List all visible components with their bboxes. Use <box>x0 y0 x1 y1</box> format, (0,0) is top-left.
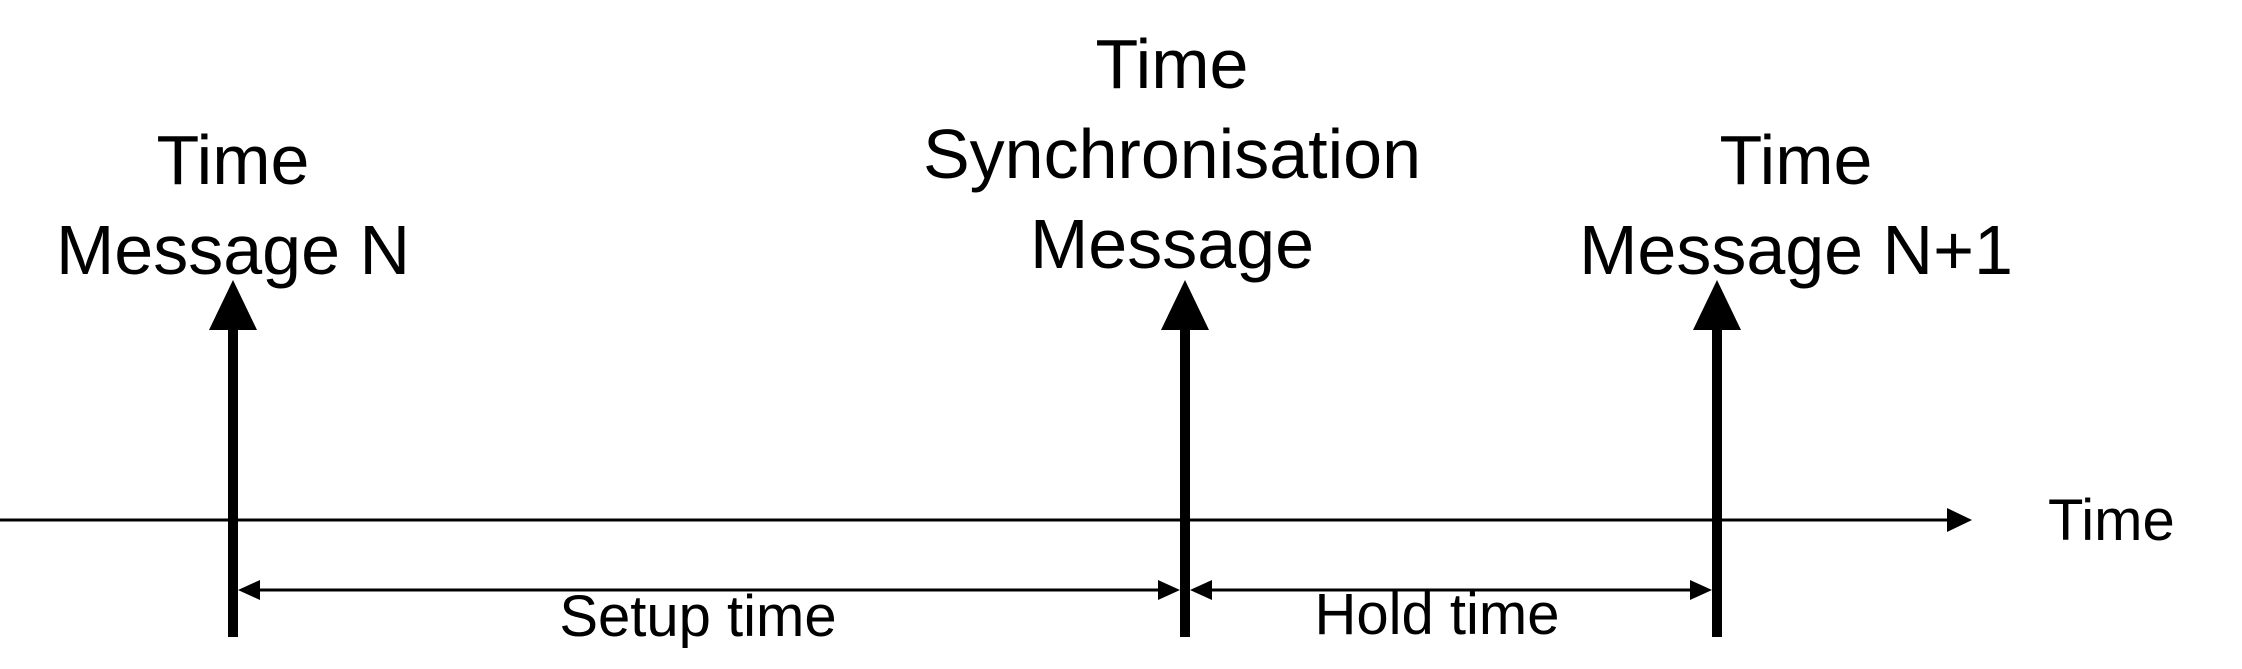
setup-time-label: Setup time <box>559 584 837 649</box>
event-label-line: Time <box>156 121 310 199</box>
hold-time-arrow-left <box>1190 580 1212 600</box>
time-axis-arrowhead <box>1947 508 1972 532</box>
event-arrowhead-sync-message <box>1161 280 1209 330</box>
event-arrowhead-message-n <box>209 280 257 330</box>
time-axis-label: Time <box>2048 488 2175 553</box>
event-label-line: Message N <box>55 211 411 289</box>
event-label-message-n1: Time Message N+1 <box>1579 115 2013 295</box>
event-label-line: Synchronisation <box>922 115 1422 193</box>
event-arrowhead-message-n1 <box>1693 280 1741 330</box>
event-label-line: Time <box>1095 25 1249 103</box>
hold-time-arrow-right <box>1690 580 1712 600</box>
event-label-sync-message: Time Synchronisation Message <box>923 19 1421 289</box>
setup-time-arrow-right <box>1158 580 1180 600</box>
hold-time-label: Hold time <box>1314 582 1560 647</box>
event-label-line: Message N+1 <box>1579 211 2013 289</box>
event-label-line: Message <box>1029 205 1315 283</box>
event-label-line: Time <box>1719 121 1873 199</box>
event-label-message-n: Time Message N <box>56 115 410 295</box>
setup-time-arrow-left <box>238 580 260 600</box>
